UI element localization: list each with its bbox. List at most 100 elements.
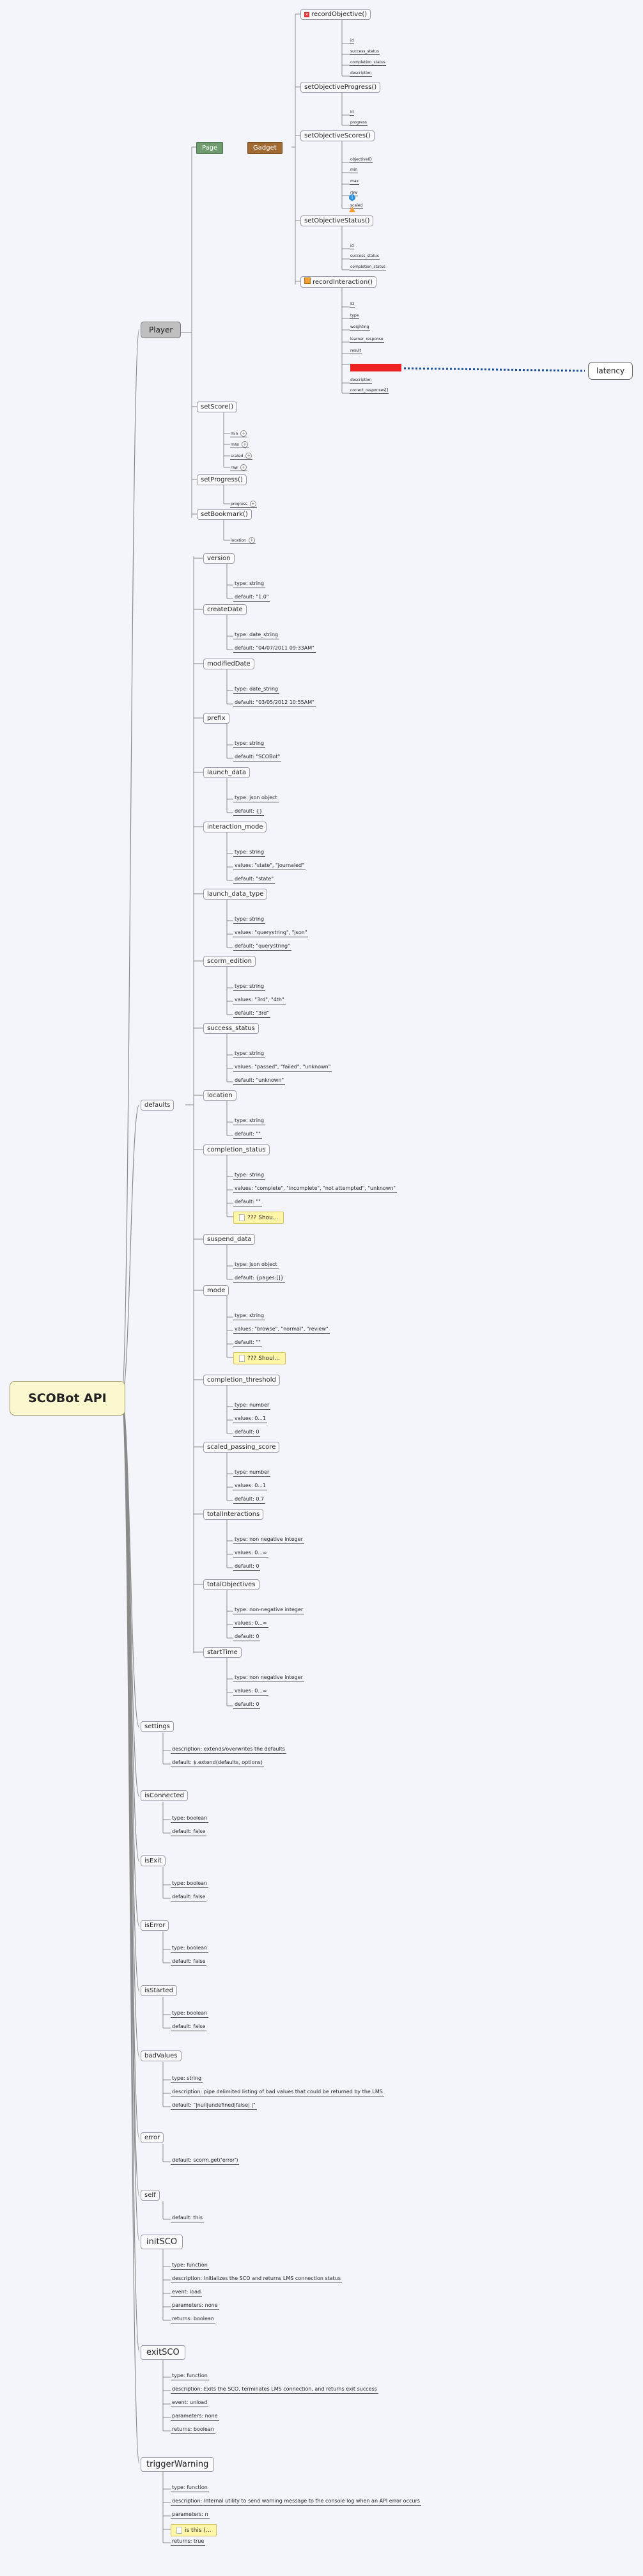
branch-settings[interactable]: settings <box>141 1721 174 1732</box>
branch-isstarted[interactable]: isStarted <box>141 1985 177 1996</box>
default-modifieddate[interactable]: modifiedDate <box>203 659 254 669</box>
record-objective-node-leaf-completion-status: completion_status <box>350 60 386 66</box>
default-mode-note[interactable]: ??? Shoul... <box>233 1352 286 1364</box>
defaults-node[interactable]: defaults <box>141 1100 174 1111</box>
branch-self-label: self <box>144 2192 156 2199</box>
set-objective-status-node[interactable]: setObjectiveStatus() <box>300 215 374 226</box>
default-launch-data-type[interactable]: launch_data_type <box>203 889 268 900</box>
default-success-status-prop-0: type: string <box>233 1050 266 1058</box>
branch-triggerwarning-note-label: is this (... <box>185 2527 212 2534</box>
player-node[interactable]: Player <box>141 322 182 338</box>
page-node[interactable]: Page <box>196 142 224 154</box>
default-mode[interactable]: mode <box>203 1285 229 1296</box>
default-launch-data-type-prop-0: type: string <box>233 916 266 924</box>
default-location-prop-1: default: "" <box>233 1130 262 1139</box>
default-success-status[interactable]: success_status <box>203 1023 259 1034</box>
record-interaction-node-leaf-type: type <box>350 313 360 319</box>
branch-triggerwarning-label: triggerWarning <box>146 2460 209 2469</box>
default-modifieddate-prop-1-label: default: "03/05/2012 10:55AM" <box>235 699 314 705</box>
branch-triggerwarning-prop-0: type: function <box>171 2484 209 2492</box>
set-objective-scores-node-leaf-scaled-label: scaled <box>350 203 363 208</box>
default-location[interactable]: location <box>203 1090 236 1101</box>
default-totalinteractions-label: totalInteractions <box>207 1511 260 1518</box>
default-scaled-passing-score[interactable]: scaled_passing_score <box>203 1442 280 1453</box>
branch-isconnected-prop-1: default: false <box>171 1828 207 1836</box>
set-score-node-leaf-min: min+ <box>230 430 248 437</box>
default-version[interactable]: version <box>203 553 235 564</box>
default-completion-status[interactable]: completion_status <box>203 1144 270 1155</box>
default-modifieddate-prop-0-label: type: date_string <box>235 686 279 692</box>
branch-triggerwarning[interactable]: triggerWarning <box>141 2457 215 2472</box>
branch-badvalues-prop-1: description: pipe delimited listing of b… <box>171 2088 384 2096</box>
set-score-node-leaf-scaled-label: scaled <box>231 454 244 458</box>
default-prefix-prop-1-label: default: "SCOBot" <box>235 754 281 760</box>
branch-exitsco-prop-3: parameters: none <box>171 2412 219 2421</box>
branch-isstarted-label: isStarted <box>144 1987 173 1994</box>
expand-icon[interactable]: + <box>240 430 247 437</box>
set-score-node[interactable]: setScore() <box>197 402 238 412</box>
branch-settings-prop-0-label: description: extends/overwrites the defa… <box>172 1746 285 1752</box>
branch-isexit[interactable]: isExit <box>141 1855 166 1866</box>
default-completion-status-note[interactable]: ??? Shou... <box>233 1212 284 1224</box>
record-interaction-node-leaf-correct-responses-label: correct_responses[] <box>350 388 389 393</box>
default-completion-threshold[interactable]: completion_threshold <box>203 1375 280 1386</box>
default-interaction-mode[interactable]: interaction_mode <box>203 822 267 832</box>
default-launch-data-prop-1: default: {} <box>233 808 264 816</box>
default-scaled-passing-score-prop-2-label: default: 0.7 <box>235 1496 265 1502</box>
branch-isconnected[interactable]: isConnected <box>141 1790 188 1801</box>
default-totalobjectives[interactable]: totalObjectives <box>203 1579 260 1590</box>
default-prefix[interactable]: prefix <box>203 713 229 724</box>
expand-icon[interactable]: + <box>249 501 256 507</box>
record-interaction-node[interactable]: recordInteraction() <box>300 276 376 288</box>
default-totalobjectives-prop-2-label: default: 0 <box>235 1634 260 1639</box>
default-starttime[interactable]: startTime <box>203 1647 242 1658</box>
default-scorm-edition[interactable]: scorm_edition <box>203 956 256 967</box>
branch-error[interactable]: error <box>141 2132 164 2143</box>
default-totalinteractions[interactable]: totalInteractions <box>203 1509 264 1520</box>
default-completion-status-prop-0-label: type: string <box>235 1172 265 1178</box>
set-objective-scores-node[interactable]: setObjectiveScores() <box>300 130 375 141</box>
branch-initsco-prop-2-label: event: load <box>172 2289 201 2295</box>
set-progress-node[interactable]: setProgress() <box>197 474 247 485</box>
branch-badvalues-prop-0: type: string <box>171 2075 203 2083</box>
expand-icon[interactable]: + <box>242 441 249 448</box>
default-prefix-prop-0: type: string <box>233 740 266 748</box>
default-createdate[interactable]: createDate <box>203 604 247 615</box>
default-completion-threshold-prop-1-label: values: 0...1 <box>235 1416 267 1421</box>
set-score-node-leaf-raw-label: raw <box>231 465 238 470</box>
expand-icon[interactable]: + <box>245 453 252 459</box>
branch-badvalues[interactable]: badValues <box>141 2050 182 2061</box>
record-objective-node[interactable]: ✕recordObjective() <box>300 9 371 20</box>
default-scaled-passing-score-prop-1: values: 0...1 <box>233 1482 268 1490</box>
set-score-node-leaf-max: max+ <box>230 441 249 448</box>
branch-self[interactable]: self <box>141 2190 160 2201</box>
default-starttime-prop-0-label: type: non negative integer <box>235 1674 303 1680</box>
edge <box>121 1104 140 1398</box>
branch-triggerwarning-prop-1-label: description: Internal utility to send wa… <box>172 2498 420 2504</box>
branch-exitsco[interactable]: exitSCO <box>141 2345 185 2360</box>
expand-icon[interactable]: + <box>248 537 255 543</box>
default-starttime-label: startTime <box>207 1649 238 1656</box>
defaults-node-label: defaults <box>144 1102 171 1109</box>
branch-initsco[interactable]: initSCO <box>141 2235 183 2249</box>
default-suspend-data[interactable]: suspend_data <box>203 1234 256 1245</box>
default-launch-data[interactable]: launch_data <box>203 767 250 778</box>
default-scaled-passing-score-prop-0-label: type: number <box>235 1469 270 1475</box>
highlight-bar <box>350 361 401 373</box>
branch-initsco-label: initSCO <box>146 2237 178 2247</box>
set-objective-scores-node-leaf-raw-label: raw <box>350 191 358 195</box>
default-suspend-data-prop-0-label: type: json object <box>235 1261 277 1267</box>
branch-iserror[interactable]: isError <box>141 1920 169 1931</box>
record-objective-node-leaf-id-label: id <box>350 38 354 43</box>
default-completion-status-prop-1: values: "complete", "incomplete", "not a… <box>233 1185 398 1193</box>
edge <box>403 367 585 372</box>
set-objective-scores-node-leaf-scaled: scaled <box>350 203 364 209</box>
branch-triggerwarning-note[interactable]: is this (... <box>171 2524 217 2536</box>
expand-icon[interactable]: + <box>240 464 247 471</box>
latency-node[interactable]: latency <box>588 362 633 380</box>
set-bookmark-node[interactable]: setBookmark() <box>197 509 252 520</box>
set-objective-progress-node[interactable]: setObjectiveProgress() <box>300 82 381 93</box>
set-objective-scores-node-leaf-objectiveid: objectiveID <box>350 157 373 163</box>
gadget-node[interactable]: Gadget <box>247 142 283 154</box>
branch-initsco-prop-0: type: function <box>171 2261 209 2270</box>
